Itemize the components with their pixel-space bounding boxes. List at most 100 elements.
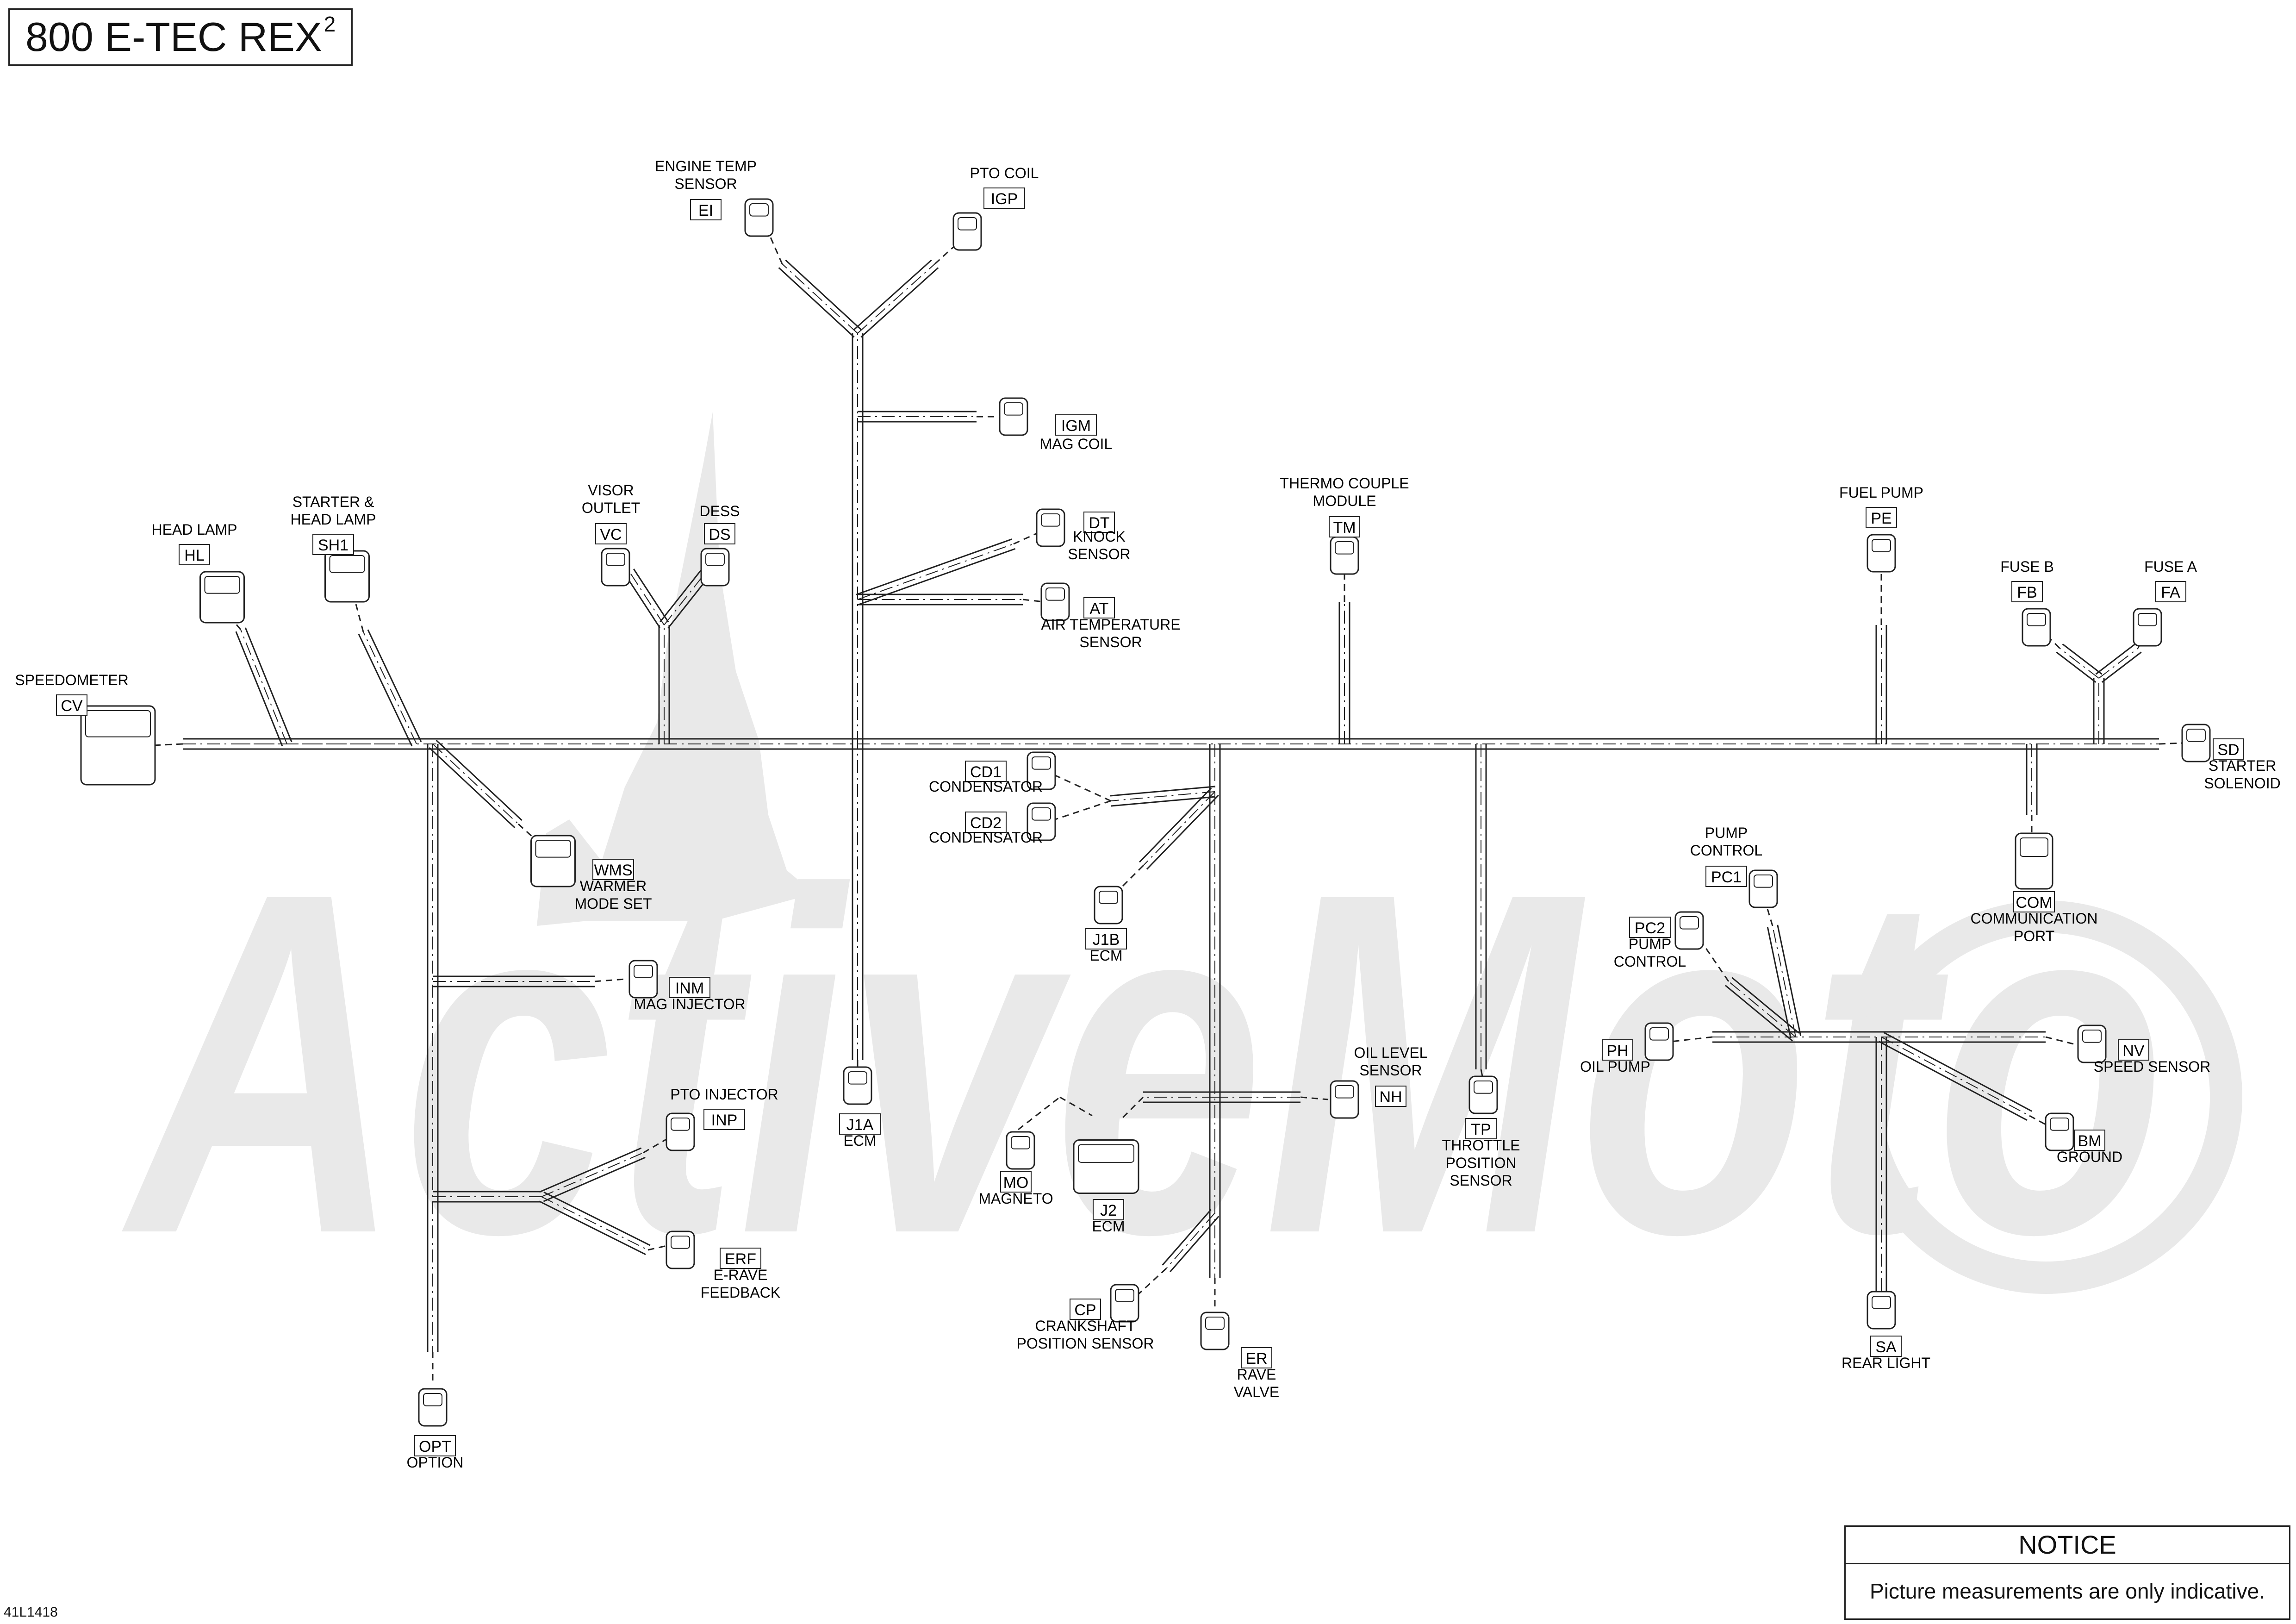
connector-body: [1094, 886, 1123, 924]
figure-reference: 41L1418: [4, 1605, 58, 1620]
connector-code: DT: [1089, 514, 1109, 532]
harness-edge: [1731, 977, 1799, 1034]
harness-edge: [855, 538, 1012, 596]
harness-centerline: [782, 263, 858, 334]
connector-body: [418, 1388, 448, 1427]
connector-label-line: SENSOR: [1068, 546, 1130, 562]
connector-body: [999, 397, 1028, 436]
harness-centerline: [541, 1152, 644, 1197]
connector-latch: [1205, 1317, 1225, 1330]
connector-code: INP: [711, 1112, 738, 1129]
connector-code-box: [690, 199, 722, 220]
connector-code: J1B: [1093, 931, 1120, 949]
connector-label-line: PTO INJECTOR: [670, 1086, 778, 1103]
leader-line: [1670, 1036, 1713, 1043]
harness-edge: [2056, 651, 2097, 683]
connector-label-line: SENSOR: [1359, 1062, 1422, 1079]
harness-centerline: [2059, 648, 2099, 679]
connector-body: [1006, 1131, 1035, 1170]
connector-label-line: E-RAVE: [714, 1267, 768, 1283]
connector-label-line: VALVE: [1234, 1384, 1279, 1400]
connector-body: [601, 548, 630, 587]
connector-latch: [2082, 1030, 2102, 1043]
connector-body: [199, 571, 245, 624]
connector-code: PC2: [1635, 919, 1665, 937]
connector-code: J1A: [846, 1116, 874, 1134]
connector-label-line: CONDENSATOR: [929, 829, 1043, 846]
harness-edge: [244, 627, 292, 743]
connector-latch: [1032, 756, 1051, 770]
connector-label-line: PUMP: [1629, 936, 1671, 952]
connector-inp: INP PTO INJECTOR: [666, 1086, 778, 1151]
harness-edge: [539, 1147, 642, 1193]
connector-latch: [848, 1071, 867, 1085]
connector-body: [2133, 608, 2162, 647]
connector-label: ECM: [843, 1132, 876, 1149]
watermark: ActiveMoto: [118, 412, 2242, 1335]
connector-code: PH: [1606, 1042, 1628, 1060]
connector-label-line: WARMER: [580, 878, 647, 894]
connector-code: CD1: [970, 763, 1002, 781]
connector-code: CD2: [970, 814, 1002, 832]
connector-label: CONDENSATOR: [929, 778, 1043, 795]
connector-latch: [2027, 613, 2046, 626]
connector-label-line: MAG COIL: [1040, 436, 1112, 452]
harness-edge: [539, 1200, 646, 1255]
connector-code: IGP: [991, 190, 1018, 208]
connector-code: MO: [1003, 1174, 1029, 1192]
connector-body: [744, 198, 774, 237]
connector-label-line: ECM: [1092, 1218, 1125, 1235]
harness-edge: [2101, 651, 2142, 683]
harness-edge: [429, 747, 516, 829]
connector-label-line: SENSOR: [674, 175, 737, 192]
connector-code-box: [1055, 414, 1097, 436]
connector-code-box: [1000, 1171, 1032, 1193]
title-superscript: 2: [324, 12, 336, 36]
connector-latch: [2138, 613, 2157, 626]
connector-label-line: HEAD LAMP: [291, 511, 376, 528]
connector-code-box: [56, 694, 87, 716]
connector-label-line: FUSE B: [2000, 558, 2054, 575]
connector-code-box: [1093, 1199, 1124, 1220]
connector-code: COM: [2016, 894, 2052, 912]
connector-code: PE: [1871, 510, 1892, 527]
connector-label: CONDENSATOR: [929, 829, 1043, 846]
connector-code: IGM: [1061, 417, 1091, 435]
connector-latch: [1078, 1144, 1134, 1163]
connector-label-line: ECM: [843, 1132, 876, 1149]
leader-line: [594, 978, 625, 982]
harness-edge: [543, 1191, 651, 1246]
connector-code: NH: [1379, 1088, 1402, 1106]
connector-latch: [1474, 1081, 1493, 1094]
connector-label-line: MODULE: [1313, 493, 1376, 509]
connector-label-line: AIR TEMPERATURE: [1041, 616, 1180, 633]
connector-label-line: THERMO COUPLE: [1280, 475, 1409, 492]
harness-centerline: [2098, 648, 2139, 679]
connector-code-box: [983, 187, 1025, 209]
connector-label-line: VISOR: [588, 482, 634, 499]
harness-edge: [859, 548, 1016, 605]
connector-label-line: THROTTLE: [1442, 1137, 1520, 1154]
leader-line: [1480, 1069, 1484, 1081]
harness-centerline: [1110, 791, 1215, 801]
leader-line: [2159, 742, 2183, 745]
connector-latch: [329, 555, 365, 573]
connector-body: [1027, 751, 1056, 790]
harness-centerline: [1166, 1212, 1215, 1269]
harness-edge: [543, 1156, 646, 1202]
connector-body: [1644, 1022, 1674, 1061]
harness-edge: [1146, 794, 1219, 870]
